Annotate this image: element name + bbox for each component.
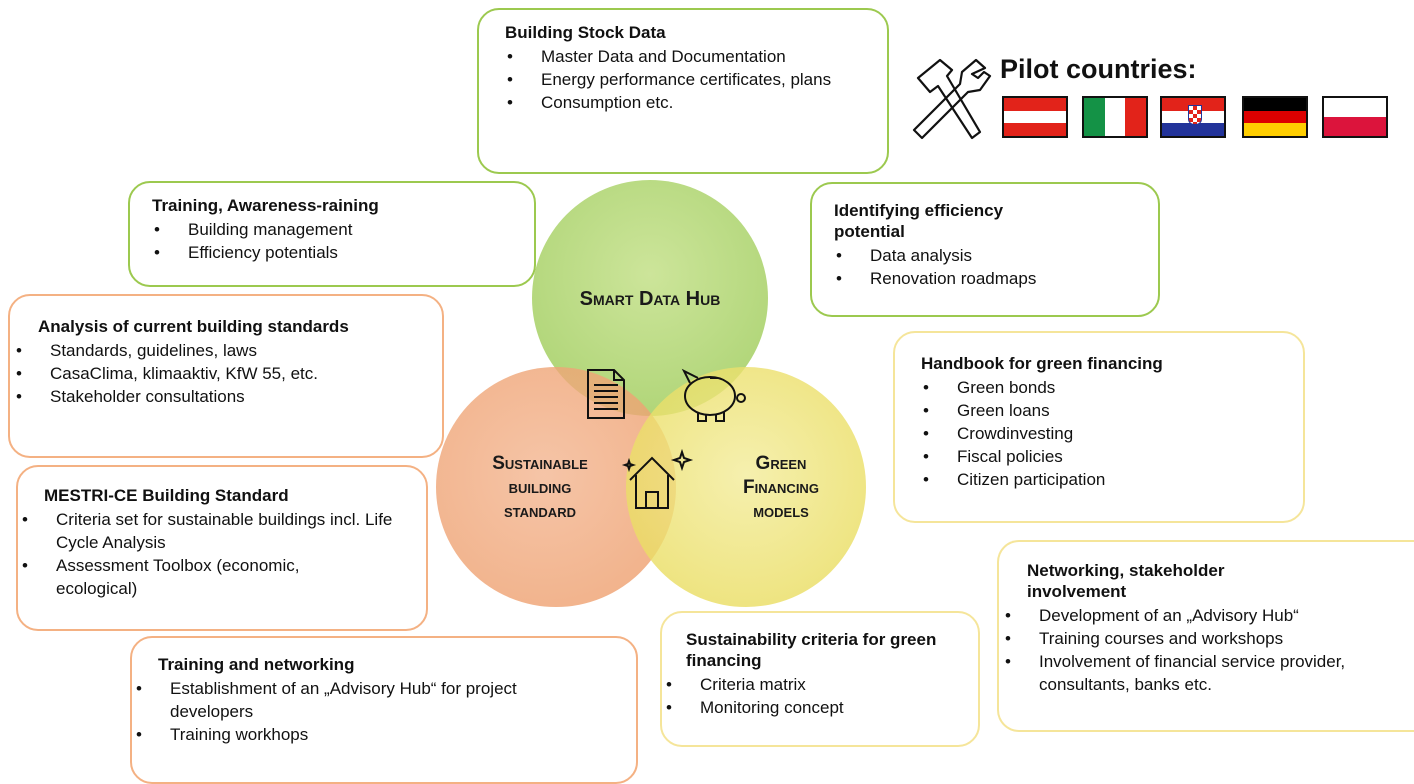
training-awareness-box: Training, Awareness-raining Building man…	[128, 181, 536, 287]
house-icon	[621, 448, 694, 509]
italy-flag	[1082, 96, 1148, 138]
smart-data-hub-label: Smart Data Hub	[560, 287, 740, 311]
networking-title: Networking, stakeholder involvement	[1027, 561, 1225, 601]
training-networking-title: Training and networking	[158, 655, 355, 674]
list-item: Master Data and Documentation	[505, 45, 873, 68]
sustainable-line3: standard	[504, 501, 576, 522]
list-item: Green bonds	[921, 376, 1289, 399]
list-item: Monitoring concept	[664, 696, 964, 719]
training-awareness-title: Training, Awareness-raining	[152, 196, 379, 215]
list-item: Citizen participation	[921, 468, 1289, 491]
analysis-standards-title: Analysis of current building standards	[38, 317, 349, 336]
list-item: Fiscal policies	[921, 445, 1289, 468]
list-item: Training workhops	[134, 723, 622, 746]
croatia-coat-of-arms	[1188, 105, 1202, 125]
list-item: CasaClima, klimaaktiv, KfW 55, etc.	[14, 362, 428, 385]
list-item: Building management	[152, 218, 520, 241]
list-item: Development of an „Advisory Hub“	[1003, 604, 1403, 627]
list-item: Data analysis	[834, 244, 1144, 267]
identifying-efficiency-title: Identifying efficiency potential	[834, 201, 1004, 241]
smart-data-hub-circle	[532, 180, 768, 416]
list-item: Renovation roadmaps	[834, 267, 1144, 290]
list-item: Criteria matrix	[664, 673, 964, 696]
list-item: Establishment of an „Advisory Hub“ for p…	[134, 677, 580, 723]
training-networking-box: Training and networking Establishment of…	[130, 636, 638, 784]
germany-flag	[1242, 96, 1308, 138]
smart-data-hub-text: Smart Data Hub	[579, 288, 721, 310]
piggy-bank-icon	[681, 368, 746, 422]
list-item: Energy performance certificates, plans	[505, 68, 841, 91]
list-item: Involvement of financial service provide…	[1003, 650, 1359, 696]
pilot-countries-title: Pilot countries:	[1000, 54, 1197, 84]
sustainable-building-label: Sustainable building standard	[460, 452, 620, 524]
handbook-title: Handbook for green financing	[921, 354, 1163, 373]
list-item: Criteria set for sustainable buildings i…	[20, 508, 396, 554]
green-line1: Green	[755, 453, 807, 474]
croatia-flag	[1160, 96, 1226, 138]
mestri-title: MESTRI-CE Building Standard	[44, 486, 289, 505]
sustainable-line1: Sustainable	[492, 453, 588, 474]
list-item: Efficiency potentials	[152, 241, 520, 264]
green-line2: Financing	[743, 477, 819, 498]
mestri-box: MESTRI-CE Building Standard Criteria set…	[16, 465, 428, 631]
list-item: Consumption etc.	[505, 91, 873, 114]
sustainability-criteria-box: Sustainability criteria for green financ…	[660, 611, 980, 747]
sustainable-line2: building	[508, 477, 572, 498]
hammer-wrench-icon	[912, 58, 992, 140]
green-line3: models	[753, 501, 809, 522]
document-icon	[587, 369, 625, 419]
sustainable-building-circle	[436, 367, 676, 607]
identifying-efficiency-box: Identifying efficiency potential Data an…	[810, 182, 1160, 317]
list-item: Green loans	[921, 399, 1289, 422]
poland-flag	[1322, 96, 1388, 138]
green-financing-label: Green Financing models	[706, 452, 856, 524]
list-item: Standards, guidelines, laws	[14, 339, 428, 362]
list-item: Assessment Toolbox (economic, ecological…	[20, 554, 376, 600]
sustainability-criteria-title: Sustainability criteria for green financ…	[686, 630, 937, 670]
analysis-standards-box: Analysis of current building standards S…	[8, 294, 444, 458]
list-item: Training courses and workshops	[1003, 627, 1403, 650]
building-stock-box: Building Stock Data Master Data and Docu…	[477, 8, 889, 174]
list-item: Stakeholder consultations	[14, 385, 428, 408]
list-item: Crowdinvesting	[921, 422, 1289, 445]
green-financing-circle	[626, 367, 866, 607]
building-stock-title: Building Stock Data	[505, 23, 666, 42]
handbook-box: Handbook for green financing Green bonds…	[893, 331, 1305, 523]
austria-flag	[1002, 96, 1068, 138]
networking-box: Networking, stakeholder involvement Deve…	[997, 540, 1414, 732]
